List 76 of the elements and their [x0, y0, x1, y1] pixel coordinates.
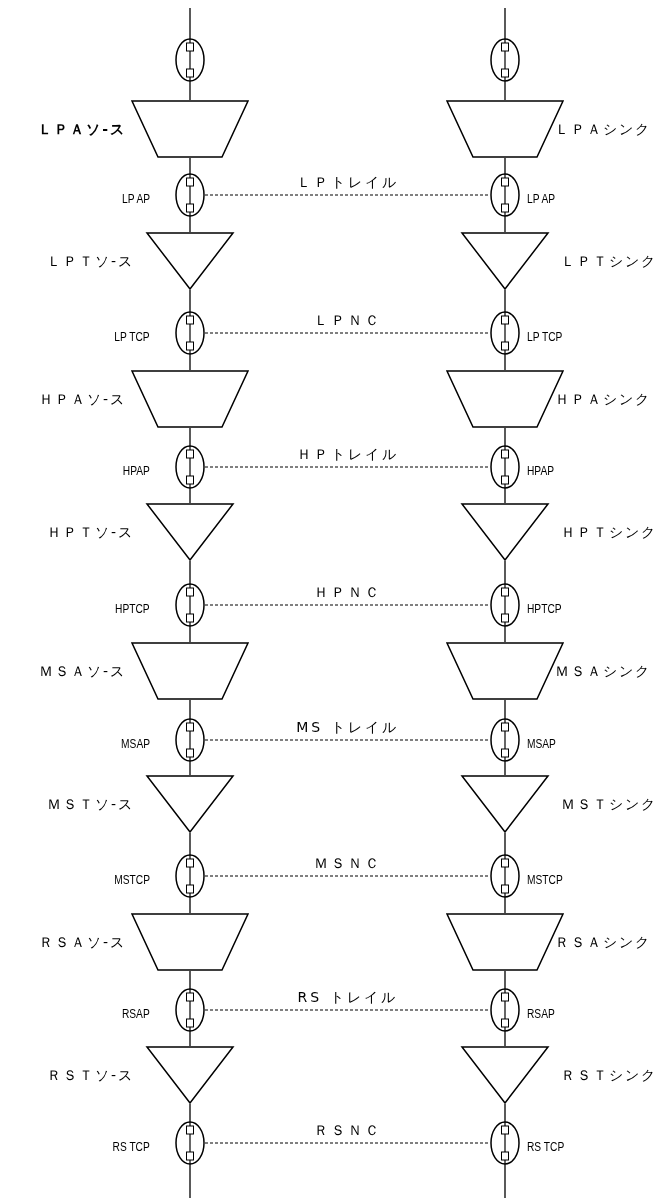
point-label: RS TCP — [112, 1139, 150, 1156]
connector-line — [504, 761, 506, 776]
dashed-line — [204, 1009, 491, 1011]
connector-line — [504, 427, 506, 446]
connector-line — [189, 761, 191, 776]
dashed-line — [204, 739, 491, 741]
connector-line — [504, 560, 506, 584]
connector-line — [189, 488, 191, 504]
connector-line — [189, 157, 191, 174]
connector-line — [504, 897, 506, 914]
connector-line — [504, 216, 506, 233]
point-label: HPAP — [122, 463, 150, 480]
connector-line — [504, 488, 506, 504]
function-label: ＭＳＡシンク — [555, 662, 651, 680]
function-label: ＨＰＡソ-ス — [38, 390, 126, 408]
connector-line — [504, 699, 506, 719]
connector-line — [189, 897, 191, 914]
point-label: MSAP — [121, 736, 150, 753]
connector-line — [189, 1164, 191, 1199]
function-label: ＲＳＴシンク — [561, 1066, 657, 1084]
connector-line — [504, 81, 506, 101]
connector-line — [504, 354, 506, 371]
function-label: ＨＰＡシンク — [555, 390, 651, 408]
function-label: ＨＰＴソ-ス — [46, 523, 134, 541]
connector-line — [189, 354, 191, 371]
connector-line — [189, 970, 191, 989]
connector-line — [189, 81, 191, 101]
connector-line — [504, 970, 506, 989]
function-label: ＬＰＴシンク — [561, 252, 657, 270]
connector-line — [189, 427, 191, 446]
connector-line — [189, 289, 191, 312]
point-label: HPAP — [527, 463, 555, 480]
function-label: ＬＰＡシンク — [555, 120, 651, 138]
point-label: HPTCP — [527, 601, 562, 618]
function-label: ＭＳＴシンク — [561, 795, 657, 813]
function-label: ＬＰＡソ-ス — [38, 120, 126, 138]
connector-line — [504, 1164, 506, 1199]
dashed-line — [204, 604, 491, 606]
dashed-line — [204, 194, 491, 196]
point-label: MSTCP — [527, 872, 563, 889]
point-label: MSAP — [527, 736, 556, 753]
point-label: RS TCP — [527, 1139, 565, 1156]
connector-line — [189, 560, 191, 584]
dashed-line — [204, 875, 491, 877]
connector-line — [504, 7, 506, 39]
connector-line — [504, 832, 506, 855]
connector-line — [189, 1103, 191, 1122]
connector-line — [189, 832, 191, 855]
point-label: LP AP — [527, 191, 556, 208]
connector-line — [504, 1031, 506, 1047]
connector-line — [189, 1031, 191, 1047]
connector-line — [504, 1103, 506, 1122]
function-label: ＭＳＡソ-ス — [38, 662, 126, 680]
point-label: RSAP — [122, 1006, 150, 1023]
point-label: LP TCP — [527, 329, 563, 346]
point-label: LP TCP — [114, 329, 150, 346]
function-label: ＭＳＴソ-ス — [46, 795, 134, 813]
connector-line — [189, 7, 191, 39]
function-label: ＬＰＴソ-ス — [46, 252, 134, 270]
point-label: RSAP — [527, 1006, 555, 1023]
point-label: LP AP — [121, 191, 150, 208]
connector-line — [504, 626, 506, 643]
dashed-line — [204, 332, 491, 334]
function-label: ＲＳＡソ-ス — [38, 933, 126, 951]
connector-line — [189, 699, 191, 719]
connector-line — [504, 157, 506, 174]
point-label: HPTCP — [115, 601, 150, 618]
function-label: ＲＳＡシンク — [555, 933, 651, 951]
function-label: ＲＳＴソ-ス — [46, 1066, 134, 1084]
connector-line — [189, 626, 191, 643]
connector-line — [504, 289, 506, 312]
connector-line — [189, 216, 191, 233]
dashed-line — [204, 1142, 491, 1144]
function-label: ＨＰＴシンク — [561, 523, 657, 541]
point-label: MSTCP — [114, 872, 150, 889]
dashed-line — [204, 466, 491, 468]
